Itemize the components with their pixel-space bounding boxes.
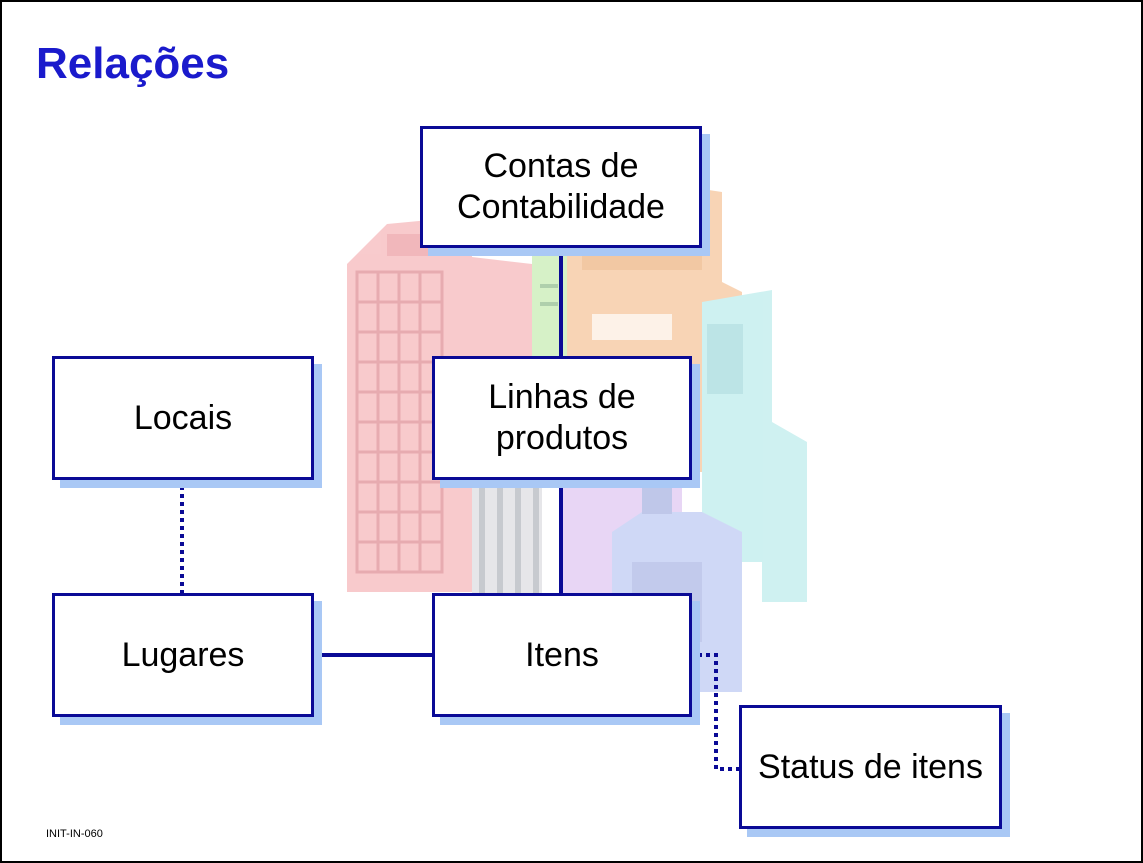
edge-itens-status: [690, 653, 741, 771]
node-status-de-itens: Status de itens: [739, 705, 1002, 829]
node-label: Locais: [133, 398, 233, 437]
slide-footer-code: INIT-IN-060: [46, 828, 103, 840]
node-label: Status de itens: [758, 747, 983, 786]
node-label-line2: produtos: [495, 419, 629, 457]
slide-title: Relações: [36, 39, 230, 88]
node-linhas-de-produtos: Linhas de produtos: [432, 356, 692, 480]
node-lugares: Lugares: [52, 593, 314, 717]
node-locais: Locais: [52, 356, 314, 480]
node-label: Lugares: [121, 635, 245, 674]
node-label-line2: Contabilidade: [457, 188, 665, 226]
node-label: Itens: [525, 635, 599, 674]
node-itens: Itens: [432, 593, 692, 717]
node-contas-de-contabilidade: Contas de Contabilidade: [420, 126, 702, 248]
node-label-line1: Linhas de: [488, 378, 636, 417]
node-label-line1: Contas de: [483, 147, 639, 186]
